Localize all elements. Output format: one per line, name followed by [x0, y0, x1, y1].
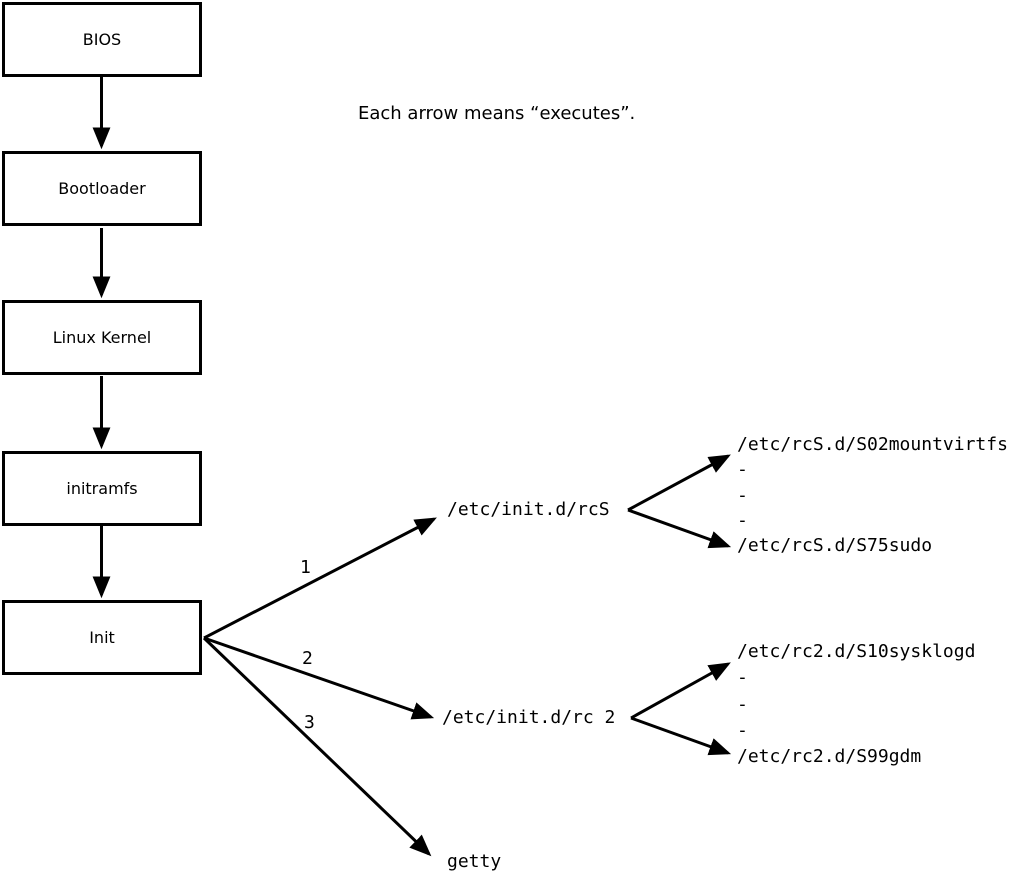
node-init-label: Init [89, 628, 115, 647]
arrow-init-to-rcs [203, 517, 437, 640]
arrow-rcs-to-s75sudo [627, 508, 732, 549]
node-bios-label: BIOS [82, 30, 122, 49]
arrow-init-to-rc2 [203, 636, 435, 720]
script-rc2-s99gdm: /etc/rc2.d/S99gdm [737, 746, 922, 767]
script-rcs-ellipsis-2: - [737, 485, 748, 506]
node-bootloader-label: Bootloader [58, 179, 146, 198]
node-init: Init [2, 600, 202, 675]
node-initramfs-label: initramfs [66, 479, 138, 498]
node-linux-kernel: Linux Kernel [2, 300, 202, 375]
script-rcs-ellipsis-3: - [737, 510, 748, 531]
arrow-order-1: 1 [300, 557, 311, 578]
node-getty: getty [447, 851, 502, 872]
script-rc2-ellipsis-1: - [737, 667, 748, 688]
script-rc2-s10sysklogd: /etc/rc2.d/S10sysklogd [737, 641, 976, 662]
script-rcs-s75sudo: /etc/rcS.d/S75sudo [737, 535, 933, 556]
arrow-rcs-to-s02mountvirtfs [627, 454, 731, 512]
script-rc2-ellipsis-2: - [737, 694, 748, 715]
node-bios: BIOS [2, 2, 202, 77]
node-linux-kernel-label: Linux Kernel [52, 328, 152, 347]
arrow-rc2-to-s10sysklogd [630, 662, 731, 720]
legend-caption: Each arrow means “executes”. [358, 103, 636, 124]
node-initramfs: initramfs [2, 451, 202, 526]
node-etc-init-d-rcs: /etc/init.d/rcS [447, 499, 610, 520]
arrow-order-2: 2 [302, 648, 313, 669]
arrow-init-to-getty [202, 636, 432, 857]
arrow-rc2-to-s99gdm [630, 716, 732, 756]
node-bootloader: Bootloader [2, 151, 202, 226]
script-rcs-ellipsis-1: - [737, 459, 748, 480]
node-etc-init-d-rc2: /etc/init.d/rc 2 [442, 707, 616, 728]
script-rcs-s02mountvirtfs: /etc/rcS.d/S02mountvirtfs [737, 434, 1008, 455]
script-rc2-ellipsis-3: - [737, 720, 748, 741]
arrow-order-3: 3 [304, 712, 315, 733]
